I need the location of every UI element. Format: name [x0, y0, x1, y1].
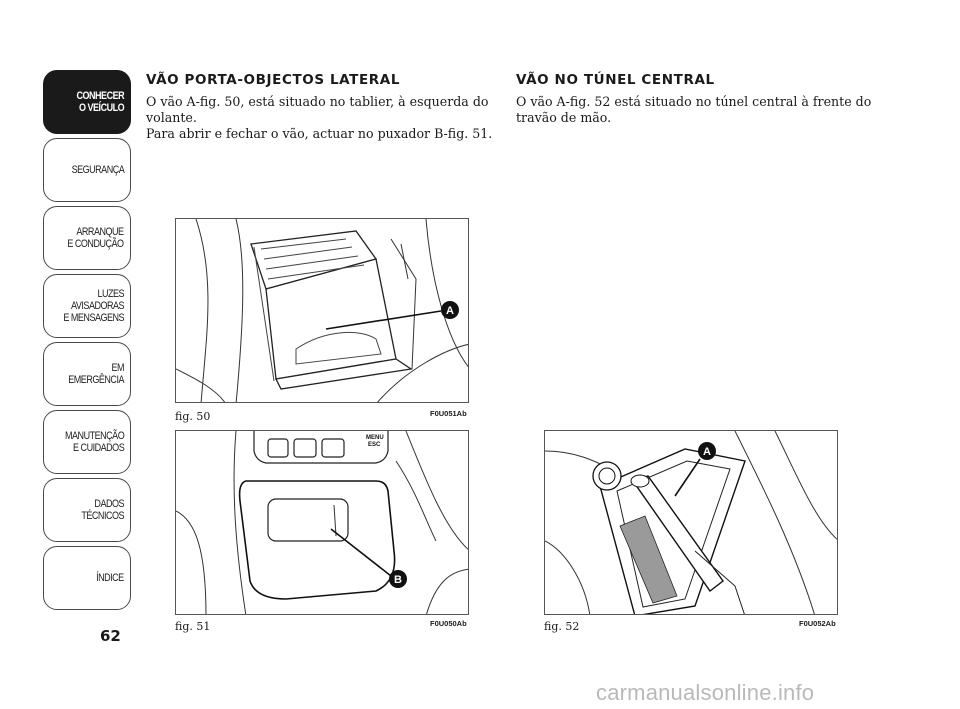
tab-em-emergencia[interactable]: EM EMERGÊNCIA — [43, 342, 131, 406]
callout-a: A — [446, 305, 454, 317]
right-section-body: O vão A-fig. 52 está situado no túnel ce… — [516, 94, 872, 125]
figure-50-label: fig. 50 — [175, 410, 211, 423]
left-section-title: VÃO PORTA-OBJECTOS LATERAL — [146, 72, 401, 88]
tab-label: DADOS TÉCNICOS — [81, 498, 124, 522]
tab-dados-tecnicos[interactable]: DADOS TÉCNICOS — [43, 478, 131, 542]
tab-indice[interactable]: ÍNDICE — [43, 546, 131, 610]
tab-seguranca[interactable]: SEGURANÇA — [43, 138, 131, 202]
callout-b: B — [394, 574, 402, 586]
figure-50-code: F0U051Ab — [430, 409, 467, 418]
tab-luzes-avisadoras[interactable]: LUZES AVISADORAS E MENSAGENS — [43, 274, 131, 338]
tab-conhecer-o-veiculo[interactable]: CONHECER O VEÍCULO — [43, 70, 131, 134]
figure-50-illustration: A — [175, 218, 469, 403]
tab-label: ÍNDICE — [96, 572, 124, 584]
tab-label: EM EMERGÊNCIA — [68, 362, 124, 386]
page-number: 62 — [100, 627, 121, 645]
tab-label: MANUTENÇÃO E CUIDADOS — [64, 430, 125, 454]
tab-manutencao[interactable]: MANUTENÇÃO E CUIDADOS — [43, 410, 131, 474]
callout-a: A — [703, 446, 711, 458]
tab-label: ARRANQUE E CONDUÇÃO — [67, 226, 125, 250]
tab-arranque-e-conducao[interactable]: ARRANQUE E CONDUÇÃO — [43, 206, 131, 270]
figure-51-label: fig. 51 — [175, 620, 211, 633]
figure-51-code: F0U050Ab — [430, 619, 467, 628]
figure-52-illustration: A — [544, 430, 838, 615]
right-section-title: VÃO NO TÚNEL CENTRAL — [516, 72, 715, 88]
tab-label: SEGURANÇA — [71, 164, 124, 176]
left-section: VÃO PORTA-OBJECTOS LATERAL O vão A-fig. … — [146, 72, 496, 142]
figure-52-code: F0U052Ab — [799, 619, 836, 628]
left-section-body: O vão A-fig. 50, está situado no tablier… — [146, 94, 493, 141]
tab-label: CONHECER O VEÍCULO — [76, 90, 124, 114]
watermark: carmanualsonline.info — [596, 680, 815, 705]
right-section: VÃO NO TÚNEL CENTRAL O vão A-fig. 52 est… — [516, 72, 876, 126]
tab-label: LUZES AVISADORAS E MENSAGENS — [63, 288, 124, 324]
figure-52-label: fig. 52 — [544, 620, 580, 633]
